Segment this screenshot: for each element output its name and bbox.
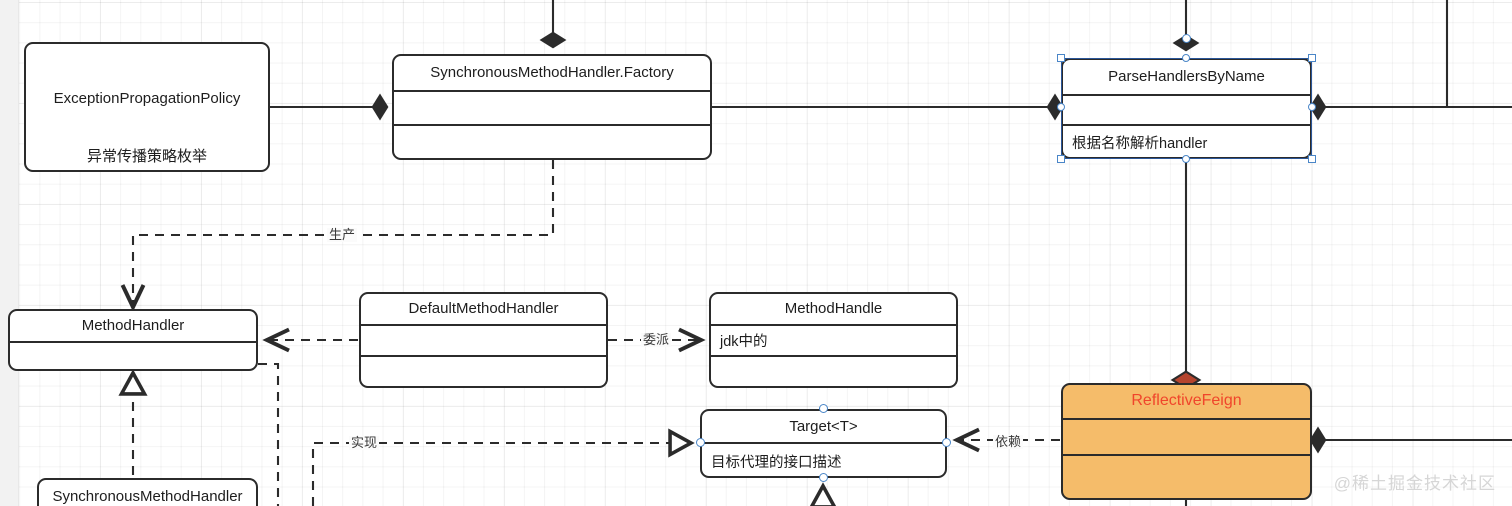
class-compartment-1: jdk中的 bbox=[711, 326, 956, 357]
resize-handle-ne[interactable] bbox=[1308, 54, 1316, 62]
resize-handle-se[interactable] bbox=[1308, 155, 1316, 163]
resize-handle-n[interactable] bbox=[1182, 54, 1190, 62]
edge-parse-right-composition bbox=[1309, 0, 1512, 121]
canvas-left-gutter bbox=[0, 0, 19, 506]
class-method-handler[interactable]: MethodHandler bbox=[8, 309, 258, 371]
edge-label-produce: 生产 bbox=[327, 227, 358, 242]
class-compartment-2 bbox=[1063, 456, 1310, 498]
class-title: Target<T> bbox=[702, 411, 945, 444]
class-title: ExceptionPropagationPolicy 异常传播策略枚举 NONE… bbox=[53, 90, 241, 165]
edge-produce bbox=[120, 160, 555, 312]
class-compartment-1 bbox=[10, 343, 256, 369]
edge-label-implement: 实现 bbox=[349, 435, 380, 450]
connection-point-target-bottom[interactable] bbox=[819, 473, 828, 482]
class-title: ReflectiveFeign bbox=[1063, 385, 1310, 420]
edge-implement bbox=[311, 428, 695, 506]
connection-point-target-right[interactable] bbox=[942, 438, 951, 447]
class-title: ParseHandlersByName bbox=[1063, 60, 1310, 96]
resize-handle-nw[interactable] bbox=[1057, 54, 1065, 62]
class-synchronous-method-handler[interactable]: SynchronousMethodHandler bbox=[37, 478, 258, 506]
class-default-method-handler[interactable]: DefaultMethodHandler bbox=[359, 292, 608, 388]
class-method-handle[interactable]: MethodHandle jdk中的 bbox=[709, 292, 958, 388]
resize-handle-s[interactable] bbox=[1182, 155, 1190, 163]
class-target-t[interactable]: Target<T> 目标代理的接口描述 bbox=[700, 409, 947, 478]
connection-point-target-top[interactable] bbox=[819, 404, 828, 413]
class-title: MethodHandler bbox=[10, 311, 256, 343]
class-title: MethodHandle bbox=[711, 294, 956, 326]
resize-handle-w[interactable] bbox=[1057, 103, 1065, 111]
class-compartment-1 bbox=[1063, 96, 1310, 126]
class-compartment-2 bbox=[711, 357, 956, 386]
class-title: SynchronousMethodHandler.Factory bbox=[394, 56, 710, 92]
class-title: DefaultMethodHandler bbox=[361, 294, 606, 326]
class-synchronous-method-handler-factory[interactable]: SynchronousMethodHandler.Factory bbox=[392, 54, 712, 160]
edge-label-delegate: 委派 bbox=[641, 332, 672, 347]
class-title: SynchronousMethodHandler bbox=[52, 488, 243, 506]
class-compartment-2: 根据名称解析handler bbox=[1072, 136, 1208, 152]
connection-point-top[interactable] bbox=[1182, 34, 1191, 43]
connection-point-target-left[interactable] bbox=[696, 438, 705, 447]
edge-method-handler-branch bbox=[258, 362, 280, 506]
resize-handle-sw[interactable] bbox=[1057, 155, 1065, 163]
class-compartment-1 bbox=[361, 326, 606, 357]
class-reflective-feign[interactable]: ReflectiveFeign bbox=[1061, 383, 1312, 500]
class-compartment-1 bbox=[1063, 420, 1310, 456]
resize-handle-e[interactable] bbox=[1308, 103, 1316, 111]
class-exception-propagation-policy[interactable]: ExceptionPropagationPolicy 异常传播策略枚举 NONE… bbox=[24, 42, 270, 172]
edge-label-depend: 依赖 bbox=[993, 434, 1024, 449]
watermark: @稀土掘金技术社区 bbox=[1333, 474, 1496, 493]
class-parse-handlers-by-name[interactable]: ParseHandlersByName 根据名称解析handler bbox=[1061, 58, 1312, 159]
class-compartment-2 bbox=[361, 357, 606, 386]
class-compartment-1: 目标代理的接口描述 bbox=[711, 454, 842, 471]
class-compartment-1 bbox=[394, 92, 710, 126]
class-compartment-2 bbox=[394, 126, 710, 158]
